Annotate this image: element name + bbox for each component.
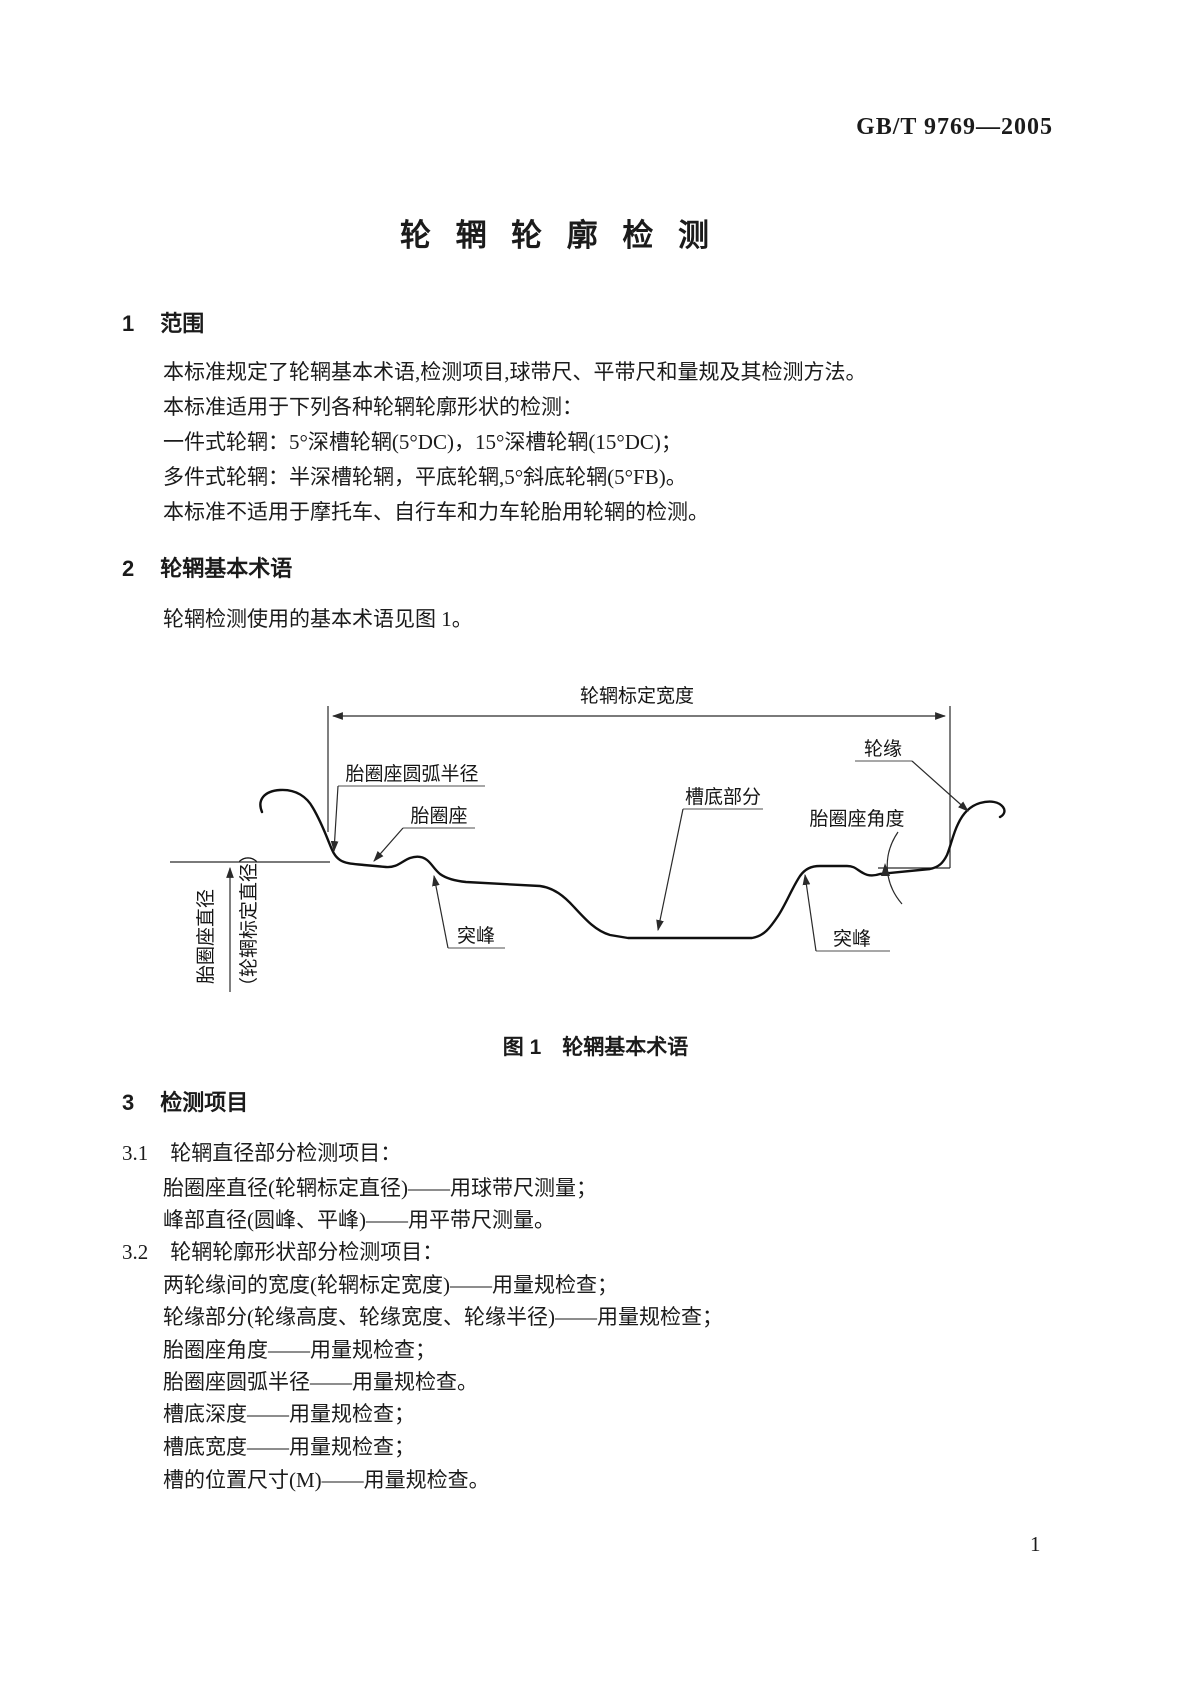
section-2-heading: 2 轮辋基本术语 (122, 551, 292, 583)
section-3-number: 3 (122, 1090, 135, 1115)
list-item: 两轮缘间的宽度(轮辋标定宽度)——用量规检查； (163, 1273, 618, 1297)
bead-seat-arc-radius-leader (330, 785, 339, 853)
page-number: 1 (1030, 1532, 1041, 1556)
subsection-3-2-number: 3.2 (122, 1240, 149, 1264)
rim-profile-svg: 轮辋标定宽度 胎圈座直径 （轮辋标定直径） 轮缘 胎圈座圆弧半径 胎圈座 槽 (170, 685, 1006, 996)
list-item: 胎圈座圆弧半径——用量规检查。 (163, 1370, 478, 1394)
list-item: 槽底深度——用量规检查； (163, 1402, 415, 1426)
bead-seat-leader (373, 827, 404, 862)
hump-left-leader (432, 874, 449, 949)
section-3-title: 检测项目 (160, 1090, 249, 1115)
paragraph-line: 一件式轮辋：5°深槽轮辋(5°DC)，15°深槽轮辋(15°DC)； (163, 430, 682, 454)
section-1-title: 范围 (160, 311, 205, 336)
rim-profile-curve (259, 788, 1006, 940)
hump-right-label: 突峰 (833, 928, 871, 950)
hump-left-label: 突峰 (457, 925, 495, 947)
paragraph-line: 多件式轮辋：半深槽轮辋，平底轮辋,5°斜底轮辋(5°FB)。 (163, 465, 687, 489)
well-bottom-leader (656, 808, 684, 932)
figure-caption: 图 1 轮辋基本术语 (502, 1036, 689, 1059)
subsection-3-2-heading: 3.2 轮辋轮廓形状部分检测项目： (122, 1236, 443, 1266)
bead-seat-label: 胎圈座 (410, 805, 467, 827)
section-2-number: 2 (122, 556, 135, 581)
section-3-heading: 3 检测项目 (122, 1085, 248, 1117)
rim-profile-figure: 轮辋标定宽度 胎圈座直径 （轮辋标定直径） 轮缘 胎圈座圆弧半径 胎圈座 槽 (150, 636, 1010, 996)
bead-seat-angle-arc (886, 831, 903, 905)
list-item: 槽底宽度——用量规检查； (163, 1435, 415, 1459)
bead-seat-angle-arrowhead (881, 863, 890, 876)
list-item: 峰部直径(圆峰、平峰)——用平带尺测量。 (163, 1208, 555, 1232)
section-1-number: 1 (122, 311, 135, 336)
subsection-3-1-title: 轮辋直径部分检测项目： (170, 1141, 402, 1165)
paragraph-line: 轮辋检测使用的基本术语见图 1。 (163, 607, 473, 631)
subsection-3-2-title: 轮辋轮廓形状部分检测项目： (170, 1240, 444, 1264)
list-item: 胎圈座角度——用量规检查； (163, 1338, 436, 1362)
section-2-title: 轮辋基本术语 (160, 556, 293, 581)
hump-right-leader (802, 873, 817, 952)
subsection-3-1-heading: 3.1 轮辋直径部分检测项目： (122, 1137, 401, 1167)
standard-number: GB/T 9769—2005 (856, 114, 1053, 140)
list-item: 胎圈座直径(轮辋标定直径)——用球带尺测量； (163, 1176, 597, 1200)
paragraph-line: 本标准不适用于摩托车、自行车和力车轮胎用轮辋的检测。 (163, 500, 709, 524)
section-1-heading: 1 范围 (122, 306, 204, 338)
well-bottom-label: 槽底部分 (685, 786, 761, 808)
bead-seat-angle-label: 胎圈座角度 (809, 808, 904, 830)
bead-seat-arc-radius-label: 胎圈座圆弧半径 (345, 763, 478, 785)
bead-seat-diameter-label: 胎圈座直径 (195, 889, 217, 984)
subsection-3-1-number: 3.1 (122, 1141, 149, 1165)
paragraph-line: 本标准规定了轮辋基本术语,检测项目,球带尺、平带尺和量规及其检测方法。 (163, 360, 867, 384)
list-item: 槽的位置尺寸(M)——用量规检查。 (163, 1468, 490, 1492)
document-title: 轮 辋 轮 廓 检 测 (399, 218, 718, 253)
list-item: 轮缘部分(轮缘高度、轮缘宽度、轮缘半径)——用量规检查； (163, 1305, 723, 1329)
flange-label: 轮缘 (864, 738, 902, 760)
rim-nominal-diameter-label: （轮辋标定直径） (238, 844, 260, 996)
paragraph-line: 本标准适用于下列各种轮辋轮廓形状的检测： (163, 395, 583, 419)
rim-width-label: 轮辋标定宽度 (580, 685, 694, 707)
flange-leader (911, 760, 969, 812)
